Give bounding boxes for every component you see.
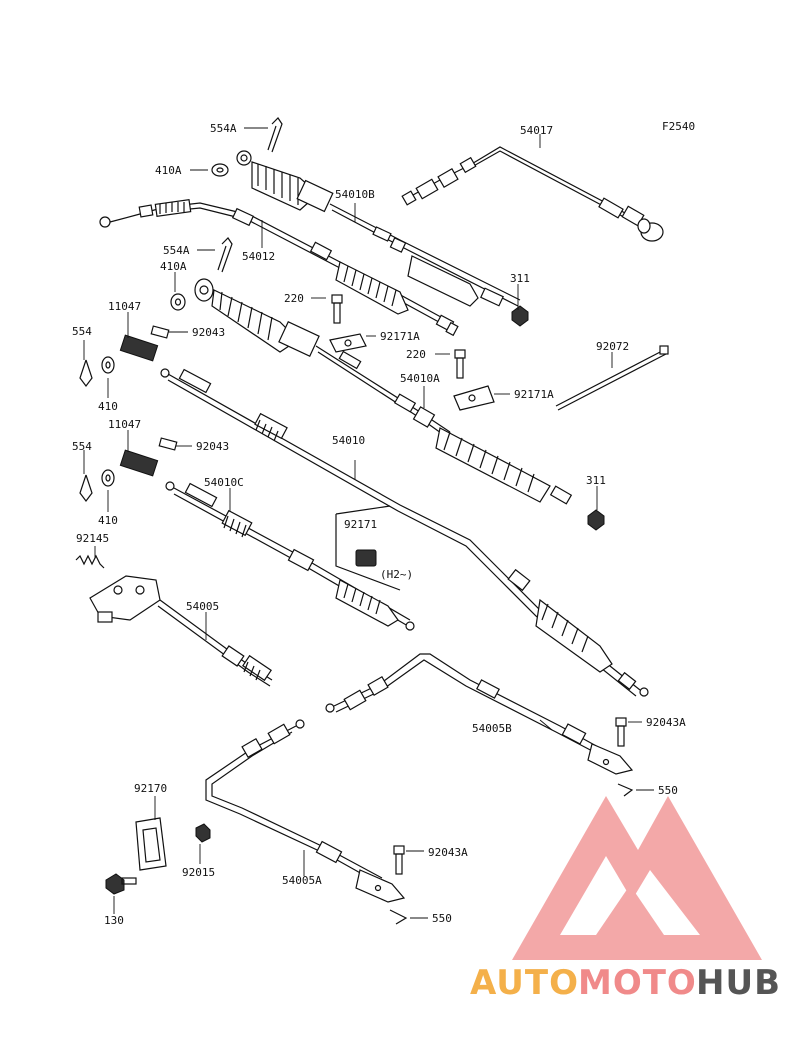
label-550: 550 xyxy=(658,784,678,797)
label-311: 311 xyxy=(510,272,530,285)
svg-text:MOTO: MOTO xyxy=(578,963,697,1003)
label-h2: (H2~) xyxy=(380,568,413,581)
label-54010A: 54010A xyxy=(400,372,440,385)
label-92043: 92043 xyxy=(192,326,225,339)
cable-54010A xyxy=(194,278,605,531)
label-54017: 54017 xyxy=(520,124,553,137)
cable-54010C xyxy=(165,481,415,631)
label-92170: 92170 xyxy=(134,782,167,795)
label-220: 220 xyxy=(406,348,426,361)
label-54005B: 54005B xyxy=(472,722,512,735)
label-554: 554 xyxy=(72,440,92,453)
cable-54012 xyxy=(99,199,459,337)
svg-text:HUB: HUB xyxy=(696,963,781,1003)
label-410A: 410A xyxy=(160,260,187,273)
label-54010B: 54010B xyxy=(335,188,375,201)
watermark-text: AUTO MOTO HUB xyxy=(470,963,781,1003)
label-92145: 92145 xyxy=(76,532,109,545)
label-92043A: 92043A xyxy=(646,716,686,729)
watermark-logo xyxy=(512,796,762,960)
label-550: 550 xyxy=(432,912,452,925)
label-11047: 11047 xyxy=(108,418,141,431)
label-54010C: 54010C xyxy=(204,476,244,489)
label-130: 130 xyxy=(104,914,124,927)
cable-54010B xyxy=(236,150,529,327)
part-labels: 554A 410A 54017 54010B 54012 554A 410A 3… xyxy=(72,122,686,927)
label-92171: 92171 xyxy=(344,518,377,531)
label-92015: 92015 xyxy=(182,866,215,879)
label-554A: 554A xyxy=(210,122,237,135)
label-410A: 410A xyxy=(155,164,182,177)
label-54012: 54012 xyxy=(242,250,275,263)
label-554A: 554A xyxy=(163,244,190,257)
label-554: 554 xyxy=(72,325,92,338)
label-92072: 92072 xyxy=(596,340,629,353)
svg-text:AUTO: AUTO xyxy=(470,963,579,1003)
cable-54005A xyxy=(205,719,406,903)
label-220: 220 xyxy=(284,292,304,305)
label-54010: 54010 xyxy=(332,434,365,447)
figure-code: F2540 xyxy=(662,120,695,133)
label-92043: 92043 xyxy=(196,440,229,453)
label-92043A: 92043A xyxy=(428,846,468,859)
label-410: 410 xyxy=(98,400,118,413)
label-92171A: 92171A xyxy=(380,330,420,343)
leader-lines xyxy=(83,127,654,919)
label-54005A: 54005A xyxy=(282,874,322,887)
cable-54005 xyxy=(89,575,273,687)
small-parts xyxy=(75,117,669,925)
cable-54010 xyxy=(160,368,649,697)
label-311: 311 xyxy=(586,474,606,487)
label-92171A: 92171A xyxy=(514,388,554,401)
label-410: 410 xyxy=(98,514,118,527)
label-11047: 11047 xyxy=(108,300,141,313)
cable-54005B xyxy=(325,653,634,775)
label-54005: 54005 xyxy=(186,600,219,613)
cable-54017 xyxy=(401,146,664,242)
